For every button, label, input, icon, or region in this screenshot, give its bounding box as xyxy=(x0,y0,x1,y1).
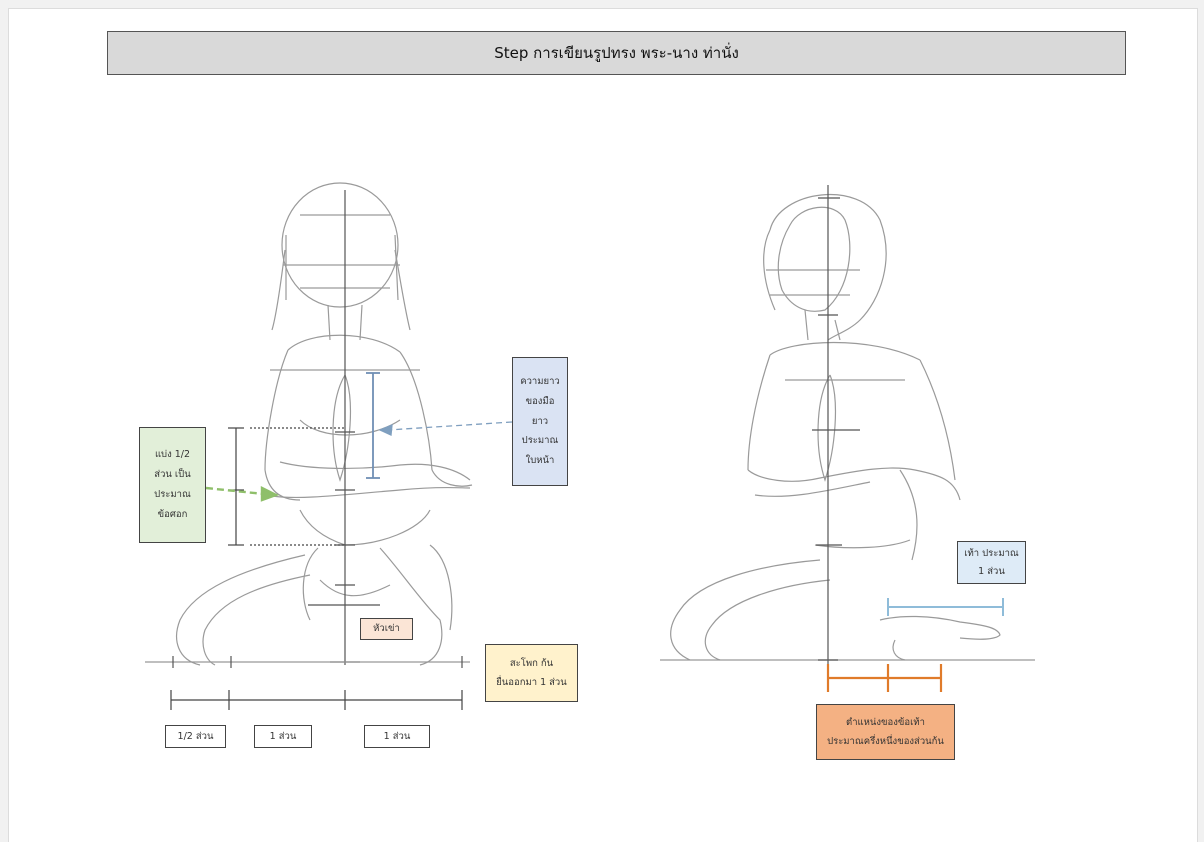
hip-note: สะโพก ก้น ยื่นออกมา 1 ส่วน xyxy=(485,644,578,702)
hand-length-note: ความยาว ของมือ ยาว ประมาณ ใบหน้า xyxy=(512,357,568,486)
half-part-label: 1/2 ส่วน xyxy=(165,725,226,748)
hand-length-arrow xyxy=(378,421,513,436)
knee-note: หัวเข่า xyxy=(360,618,413,640)
elbow-arrow xyxy=(205,486,280,502)
foot-note: เท้า ประมาณ 1 ส่วน xyxy=(957,541,1026,584)
page-title: Step การเขียนรูปทรง พระ-นาง ท่านั่ง xyxy=(107,31,1126,75)
right-figure-sketch xyxy=(670,194,1001,661)
left-figure-guides xyxy=(145,190,470,668)
measurement-scale xyxy=(170,690,463,710)
one-part-label-a: 1 ส่วน xyxy=(254,725,312,748)
one-part-label-b: 1 ส่วน xyxy=(364,725,430,748)
ankle-note: ตำแหน่งของข้อเท้า ประมาณครึ่งหนึ่งของส่ว… xyxy=(816,704,955,760)
right-figure-guides xyxy=(660,185,1035,665)
ankle-bracket xyxy=(826,664,943,692)
hand-division-note: แบ่ง 1/2 ส่วน เป็น ประมาณ ข้อศอก xyxy=(139,427,206,543)
document-page xyxy=(8,8,1198,842)
foot-bracket xyxy=(887,598,1004,616)
left-figure-sketch xyxy=(176,182,473,666)
